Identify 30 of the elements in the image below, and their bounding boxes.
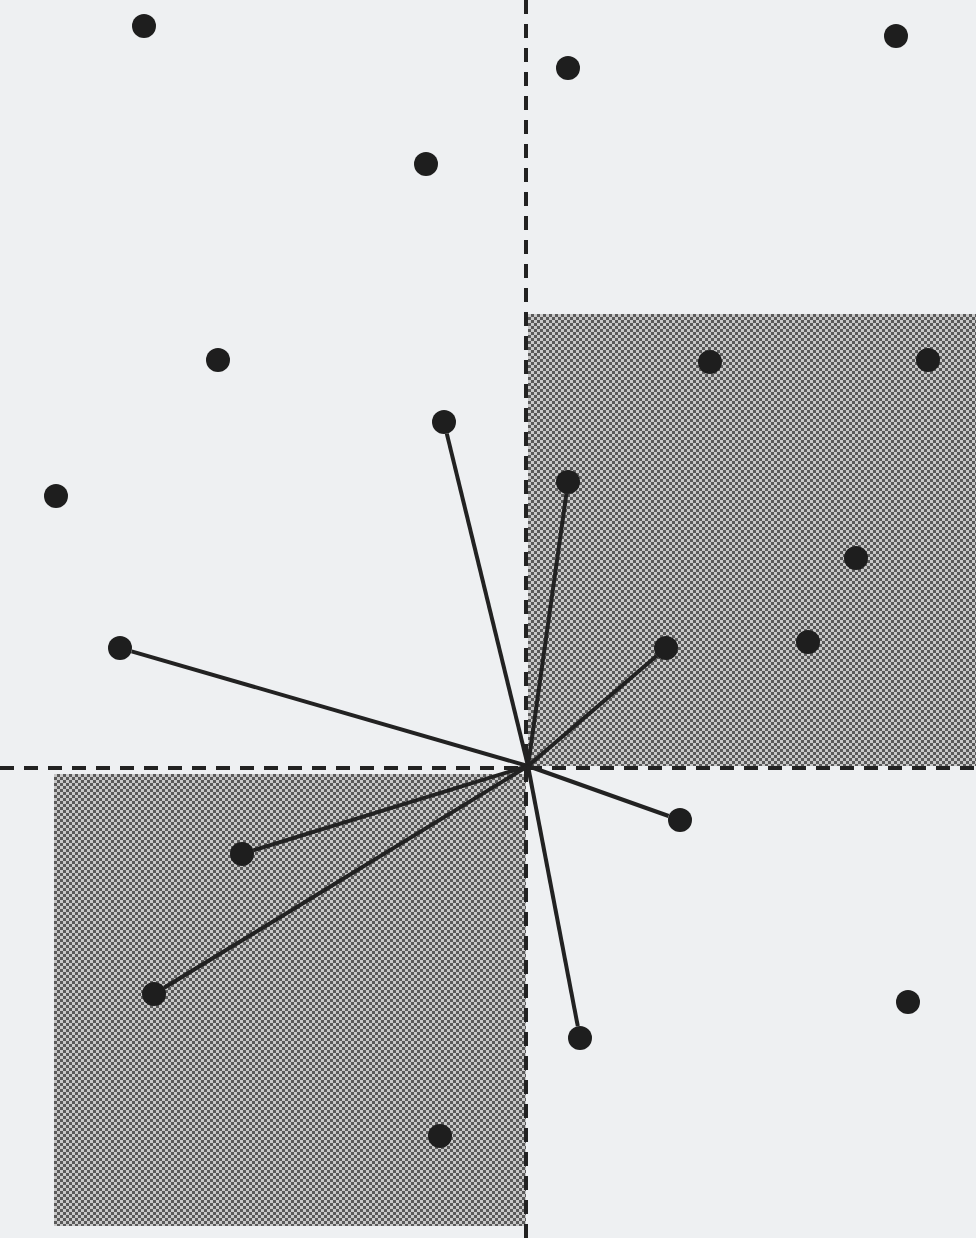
dot (556, 470, 580, 494)
line (163, 764, 530, 990)
dot (556, 56, 580, 80)
dot (884, 24, 908, 48)
line (526, 493, 569, 767)
dot (916, 348, 940, 372)
dot (132, 14, 156, 38)
dot (698, 350, 722, 374)
line (526, 765, 580, 1027)
dot (896, 990, 920, 1014)
line (131, 649, 529, 768)
shaded-square (528, 314, 976, 766)
dot (654, 636, 678, 660)
dot (796, 630, 820, 654)
dot (414, 152, 438, 176)
dot (568, 1026, 592, 1050)
dot (142, 982, 166, 1006)
line (444, 433, 530, 767)
dot (108, 636, 132, 660)
line (252, 764, 529, 853)
dot (44, 484, 68, 508)
line (527, 764, 670, 818)
dot (206, 348, 230, 372)
dot (844, 546, 868, 570)
dot (432, 410, 456, 434)
dot (230, 842, 254, 866)
line (526, 654, 659, 768)
shaded-square (54, 774, 526, 1226)
dot (668, 808, 692, 832)
dot (428, 1124, 452, 1148)
